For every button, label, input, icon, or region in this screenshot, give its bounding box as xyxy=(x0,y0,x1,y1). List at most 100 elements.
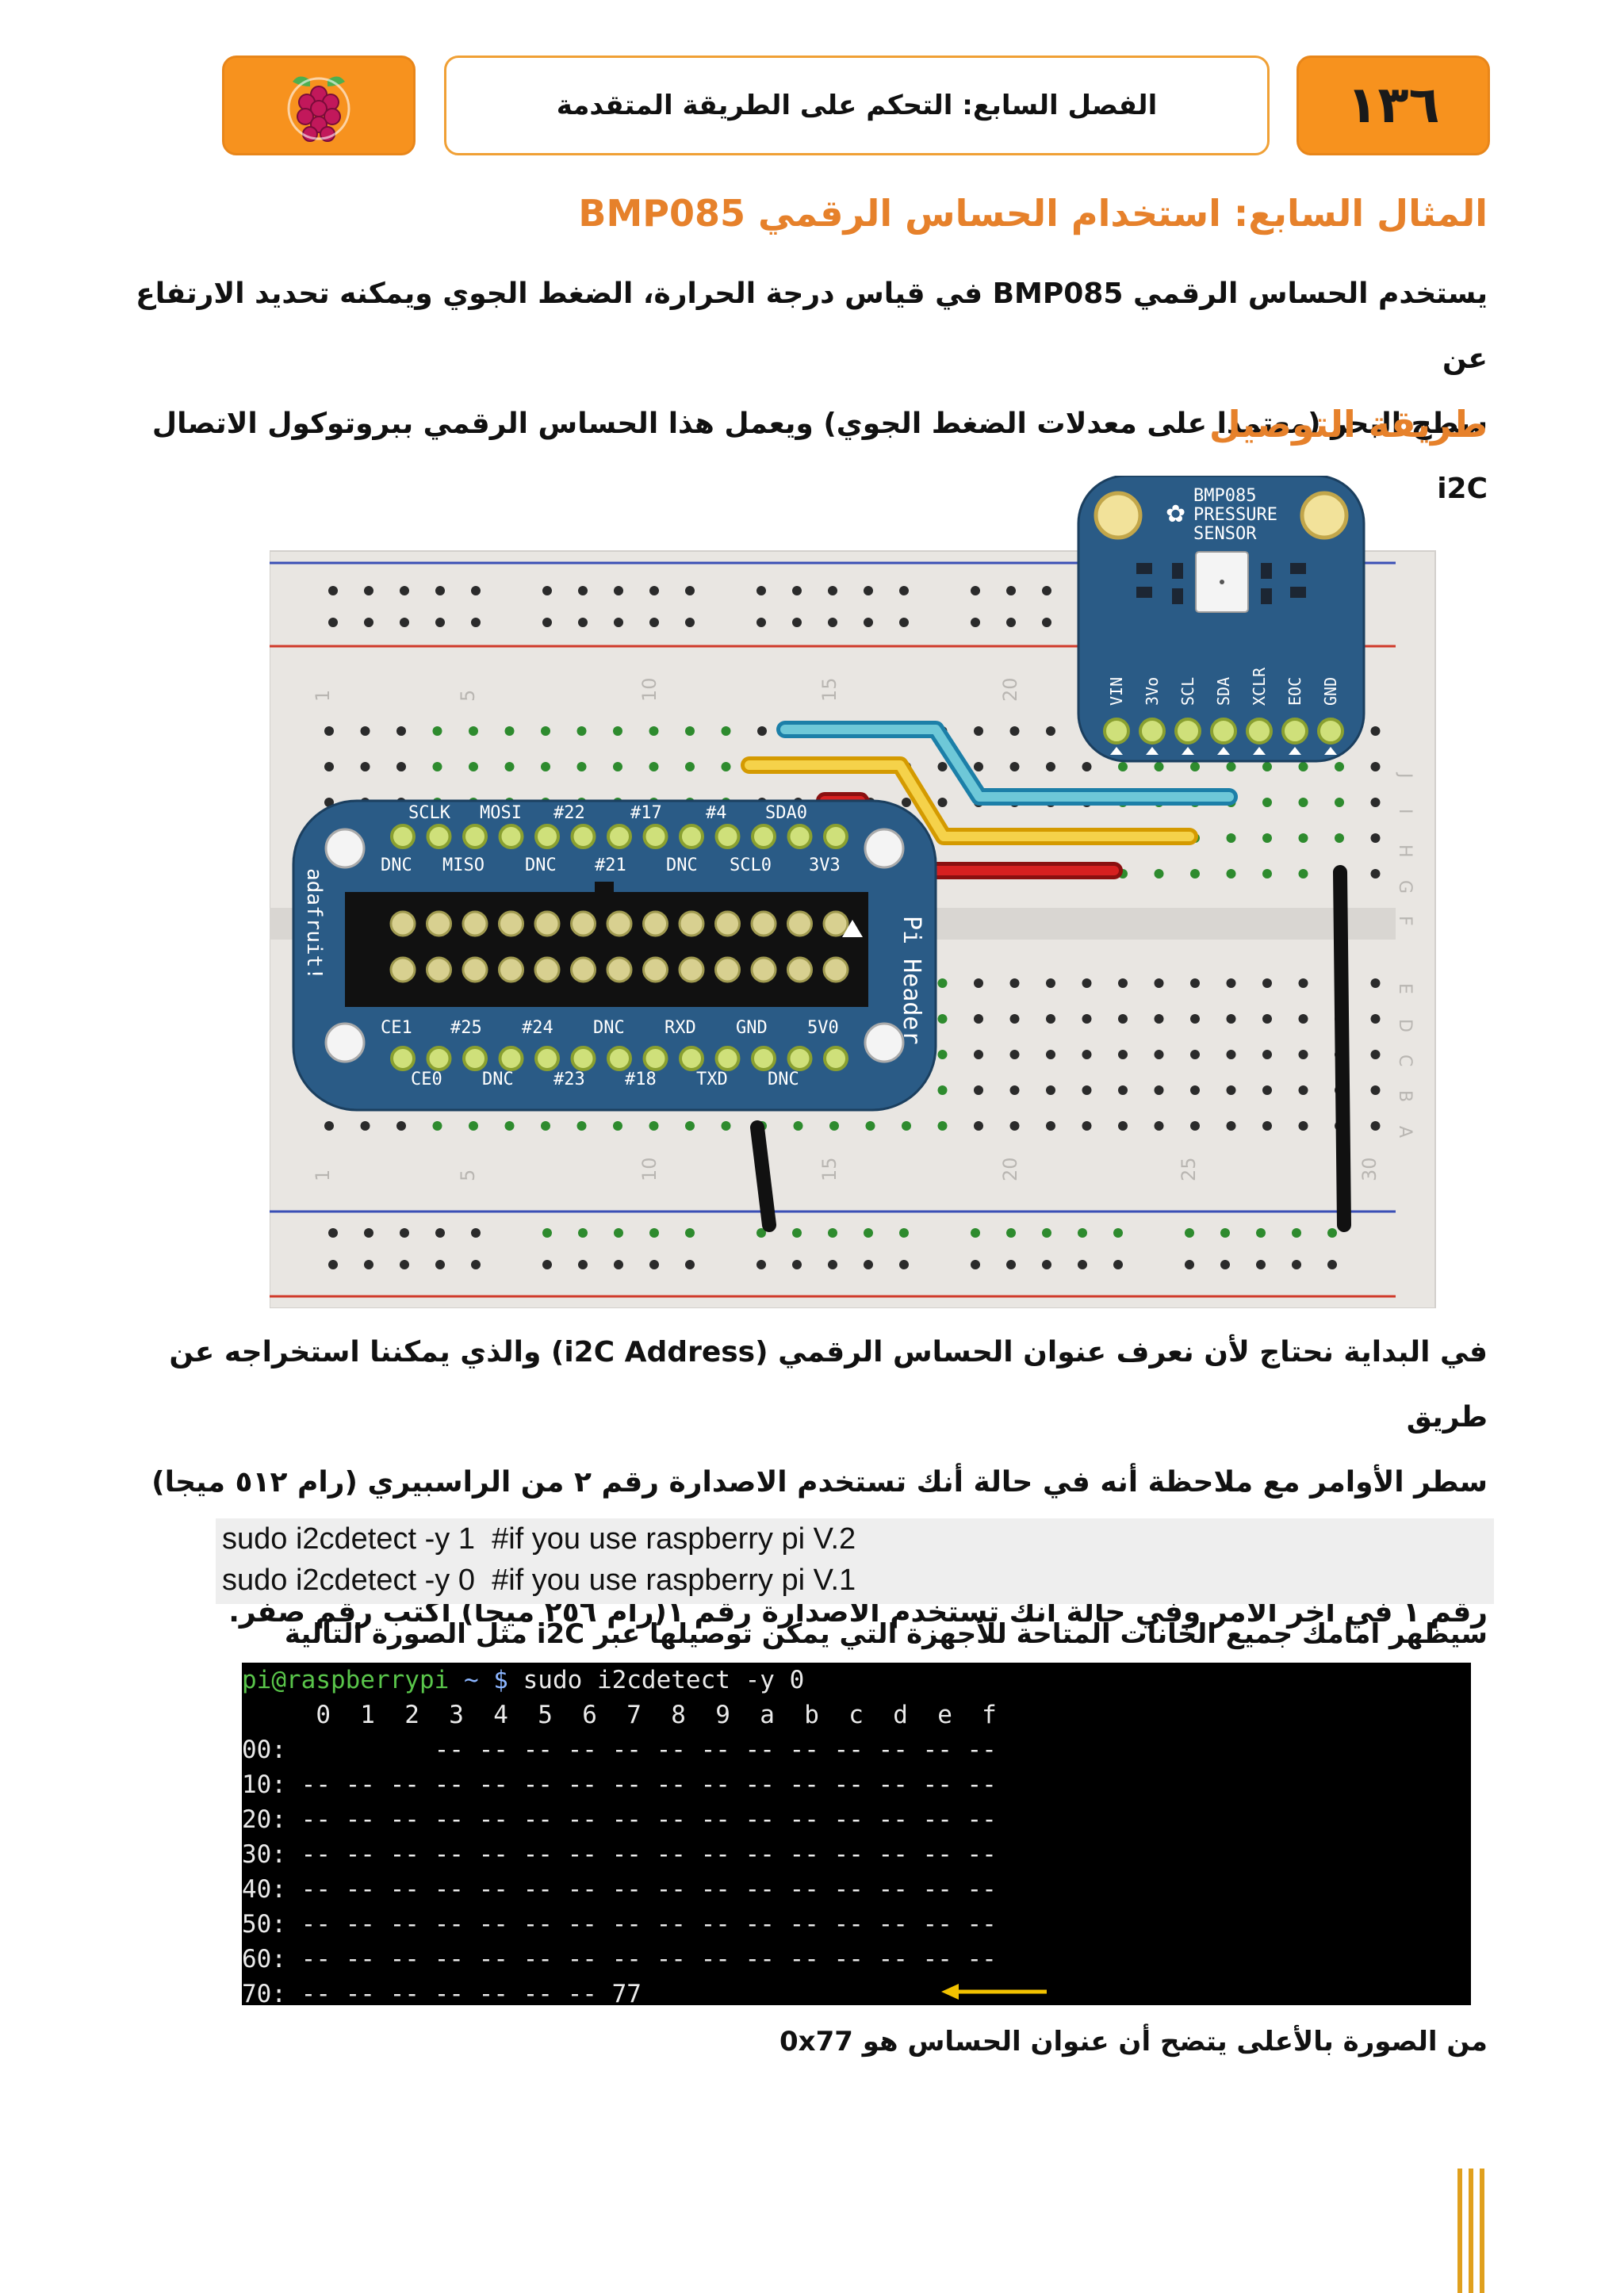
strip-hole xyxy=(1370,762,1381,771)
strip-hole xyxy=(1009,978,1020,988)
strip-hole xyxy=(721,762,731,771)
hdr-top2-7: 3V3 xyxy=(809,856,841,875)
strip-hole xyxy=(902,1121,911,1131)
pin-label-3vo: 3Vo xyxy=(1143,677,1162,706)
strip-hole xyxy=(360,1121,370,1131)
adafruit-star-icon: ✿ xyxy=(1166,500,1185,528)
row-letter-i: I xyxy=(1395,809,1415,814)
gpio-pin xyxy=(606,910,633,937)
rail-hole xyxy=(1256,1260,1266,1269)
gpio-pin xyxy=(389,910,416,937)
hdr-top2-3: DNC xyxy=(525,856,557,875)
cobbler-pin-pad xyxy=(751,1046,776,1071)
strip-hole xyxy=(937,762,948,771)
code-line-2: sudo i2cdetect -y 0 #if you use raspberr… xyxy=(222,1564,856,1597)
rail-hole xyxy=(1078,1260,1087,1269)
strip-hole xyxy=(1226,762,1236,771)
strip-hole xyxy=(360,726,370,736)
rail-hole xyxy=(828,1260,837,1269)
col-num-bottom-25: 25 xyxy=(1178,1157,1200,1181)
strip-hole xyxy=(360,762,370,771)
rail-hole xyxy=(1042,1228,1051,1238)
gpio-pin xyxy=(570,910,596,937)
col-num-bottom-5: 5 xyxy=(457,1169,479,1181)
cobbler-hole-tr xyxy=(864,828,905,869)
rail-hole xyxy=(685,586,695,595)
strip-hole xyxy=(1298,1085,1308,1095)
rail-hole xyxy=(899,1228,909,1238)
sensor-pin-marker xyxy=(1146,747,1159,755)
rail-hole xyxy=(471,618,481,627)
strip-hole xyxy=(937,1121,948,1131)
strip-hole xyxy=(1262,1050,1272,1059)
strip-hole xyxy=(974,978,983,988)
gpio-pin xyxy=(498,956,524,983)
cobbler-hole-br xyxy=(864,1022,905,1063)
rail-hole xyxy=(471,1260,481,1269)
strip-hole xyxy=(1370,1085,1381,1095)
strip-hole xyxy=(757,726,767,736)
cobbler-pin-pad xyxy=(642,824,668,849)
hdr-top2-6: SCL0 xyxy=(730,856,772,875)
col-num-top-5: 5 xyxy=(457,690,479,702)
pin-label-scl: SCL xyxy=(1178,677,1197,706)
sensor-pin-pad xyxy=(1103,718,1130,745)
strip-hole xyxy=(685,726,695,736)
gpio-pin xyxy=(822,956,849,983)
terminal-row-70: 70: -- -- -- -- -- -- -- 77 xyxy=(242,1980,642,2005)
strip-hole xyxy=(396,726,406,736)
rail-hole xyxy=(1113,1260,1123,1269)
strip-hole xyxy=(613,726,622,736)
strip-hole xyxy=(432,726,442,736)
rail-hole xyxy=(578,586,588,595)
terminal-row-10: 10: -- -- -- -- -- -- -- -- -- -- -- -- … xyxy=(242,1770,997,1799)
strip-hole xyxy=(1298,1050,1308,1059)
strip-hole xyxy=(685,762,695,771)
rail-hole xyxy=(756,1260,766,1269)
strip-hole xyxy=(1009,1050,1020,1059)
strip-hole xyxy=(504,1121,515,1131)
col-num-bottom-10: 10 xyxy=(638,1157,661,1181)
strip-hole xyxy=(937,798,948,807)
strip-hole xyxy=(1190,1014,1200,1024)
rail-hole xyxy=(435,586,445,595)
gpio-pin xyxy=(642,910,668,937)
strip-hole xyxy=(1262,978,1272,988)
rail-hole xyxy=(1327,1260,1337,1269)
rail-hole xyxy=(649,1260,659,1269)
strip-hole xyxy=(1046,1050,1055,1059)
rail-hole xyxy=(435,1260,445,1269)
cobbler-pin-pad xyxy=(787,824,813,849)
strip-hole xyxy=(1190,1050,1200,1059)
strip-hole xyxy=(685,1121,695,1131)
intro-line-1: يستخدم الحساس الرقمي BMP085 في قياس درجة… xyxy=(136,278,1488,375)
strip-hole xyxy=(396,1121,406,1131)
yellow-arrow-icon xyxy=(941,1984,1047,2000)
rail-hole xyxy=(400,1228,409,1238)
strip-hole xyxy=(1082,1014,1092,1024)
cobbler-pin-pad xyxy=(426,1046,452,1071)
gpio-pin xyxy=(678,910,705,937)
hdr-top-6: SDA0 xyxy=(765,803,807,823)
strip-hole xyxy=(1262,1014,1272,1024)
strip-hole xyxy=(1118,1050,1128,1059)
rail-hole xyxy=(614,1228,623,1238)
row-letter-e: E xyxy=(1395,983,1415,994)
rail-hole xyxy=(756,1228,766,1238)
rail-hole xyxy=(1006,1228,1016,1238)
col-num-bottom-30: 30 xyxy=(1358,1157,1381,1181)
strip-hole xyxy=(1370,1050,1381,1059)
wire-black-gnd-right xyxy=(1333,865,1351,1232)
cobbler-pin-pad xyxy=(570,824,596,849)
rail-hole xyxy=(364,586,373,595)
chapter-title: الفصل السابع: التحكم على الطريقة المتقدم… xyxy=(556,90,1158,121)
sensor-board xyxy=(1077,474,1365,763)
terminal-row-40: 40: -- -- -- -- -- -- -- -- -- -- -- -- … xyxy=(242,1875,997,1904)
strip-hole xyxy=(1154,869,1164,879)
gpio-pin xyxy=(606,956,633,983)
intro-line-2: سطح البحر (معتمدا على معدلات الضغط الجوي… xyxy=(151,408,1488,505)
cobbler-pin-pad xyxy=(714,1046,741,1071)
cobbler-pin-pad xyxy=(498,1046,524,1071)
adafruit-brand-label: adafruit! xyxy=(302,868,326,980)
strip-hole xyxy=(1262,833,1272,843)
